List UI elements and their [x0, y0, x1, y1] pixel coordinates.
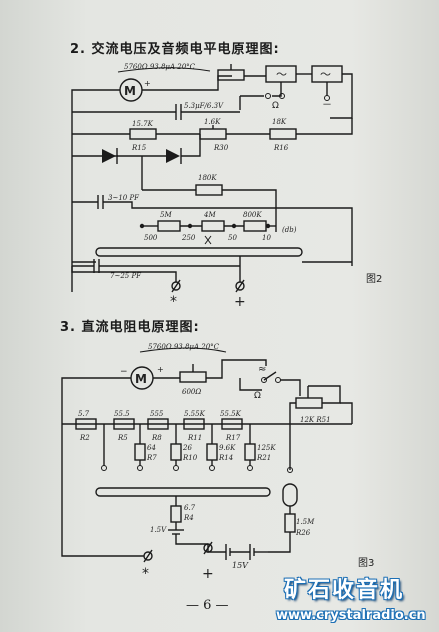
- page-number: — 6 —: [186, 598, 229, 613]
- r180-value: 180K: [198, 174, 217, 182]
- meter-spec-label: 5760Ω 93.8μA 20°C: [124, 63, 196, 71]
- switch-ohm-label: Ω: [272, 101, 279, 111]
- svg-text:−: −: [120, 367, 128, 377]
- cap-bottom-label: 7~25 PF: [110, 272, 142, 280]
- battery-1-5v: 1.5V: [150, 526, 167, 534]
- battery-15v: 15V: [232, 561, 249, 570]
- r5-value: 55.5: [114, 410, 130, 418]
- watermark-logo: 矿石收音机 www.crystalradio.cn: [276, 572, 439, 632]
- figure-2-label: 图2: [366, 273, 382, 285]
- r11-label: R11: [187, 434, 202, 442]
- r4-label: R4: [183, 514, 194, 522]
- svg-text:M: M: [124, 84, 136, 98]
- switch-ac-label: ～: [276, 68, 287, 81]
- r51-label: 12K R51: [300, 416, 331, 424]
- cap-top-label: 5.3μF/6.3V: [184, 102, 224, 110]
- r10-value: 26: [182, 444, 192, 452]
- r15-value: 15.7K: [132, 120, 154, 128]
- switch-approx-3: ≈: [258, 364, 266, 375]
- r4m-value: 4M: [203, 211, 216, 219]
- r14-value: 9.6K: [219, 444, 236, 452]
- section3-heading: 3. 直流电阻电原理图:: [60, 320, 200, 335]
- pot-600-label: 600Ω: [182, 388, 201, 396]
- r5m-value: 5M: [160, 211, 172, 219]
- r17-label: R17: [225, 434, 241, 442]
- r26-label: R26: [295, 529, 311, 537]
- svg-text:+: +: [157, 365, 164, 374]
- r2-label: R2: [79, 434, 90, 442]
- r17-value: 55.5K: [220, 410, 242, 418]
- r30-value: 1.6K: [204, 118, 221, 126]
- switch-minus-label: －: [322, 100, 332, 111]
- r2-value: 5.7: [78, 410, 90, 418]
- cap-mid-label: 3~10 PF: [108, 194, 140, 202]
- r8-label: R8: [151, 434, 162, 442]
- terminal-star-2: *: [170, 294, 177, 310]
- scale-500: 500: [144, 234, 158, 242]
- r7-value: 64: [147, 444, 156, 452]
- section2-heading: 2. 交流电压及音频电平电原理图:: [70, 42, 280, 57]
- switch-ohm-3: Ω: [254, 391, 261, 401]
- r7-label: R7: [146, 454, 157, 462]
- r26-value: 1.5M: [296, 518, 315, 526]
- r4-value: 6.7: [184, 504, 196, 512]
- db-unit: (db): [282, 226, 297, 234]
- r2: [75, 418, 97, 430]
- r15-label: R15: [131, 144, 147, 152]
- meter-spec-label-3: 5760Ω 93.8μA 20°C: [148, 343, 220, 351]
- scale-250: 250: [181, 234, 196, 242]
- figure-3-label: 图3: [358, 557, 374, 569]
- r14-label: R14: [218, 454, 233, 462]
- scale-50: 50: [228, 234, 237, 242]
- terminal-star-3: *: [142, 566, 149, 582]
- r16-value: 18K: [272, 118, 287, 126]
- r5-label: R5: [117, 434, 128, 442]
- r21-value: 125K: [257, 444, 276, 452]
- r21-label: R21: [256, 454, 271, 462]
- watermark-url: www.crystalradio.cn: [276, 608, 426, 623]
- svg-text:M: M: [135, 372, 147, 386]
- r800k-value: 800K: [243, 211, 262, 219]
- watermark-title: 矿石收音机: [284, 578, 405, 603]
- scale-10: 10: [262, 234, 271, 242]
- r8-value: 555: [150, 410, 164, 418]
- svg-text:+: +: [144, 79, 151, 88]
- r30-label: R30: [213, 144, 229, 152]
- r10-label: R10: [182, 454, 198, 462]
- svg-text:～: ～: [320, 68, 331, 81]
- terminal-plus-3: +: [202, 566, 214, 582]
- r11-value: 5.55K: [184, 410, 206, 418]
- terminal-plus-2: +: [234, 294, 246, 310]
- r16-label: R16: [273, 144, 289, 152]
